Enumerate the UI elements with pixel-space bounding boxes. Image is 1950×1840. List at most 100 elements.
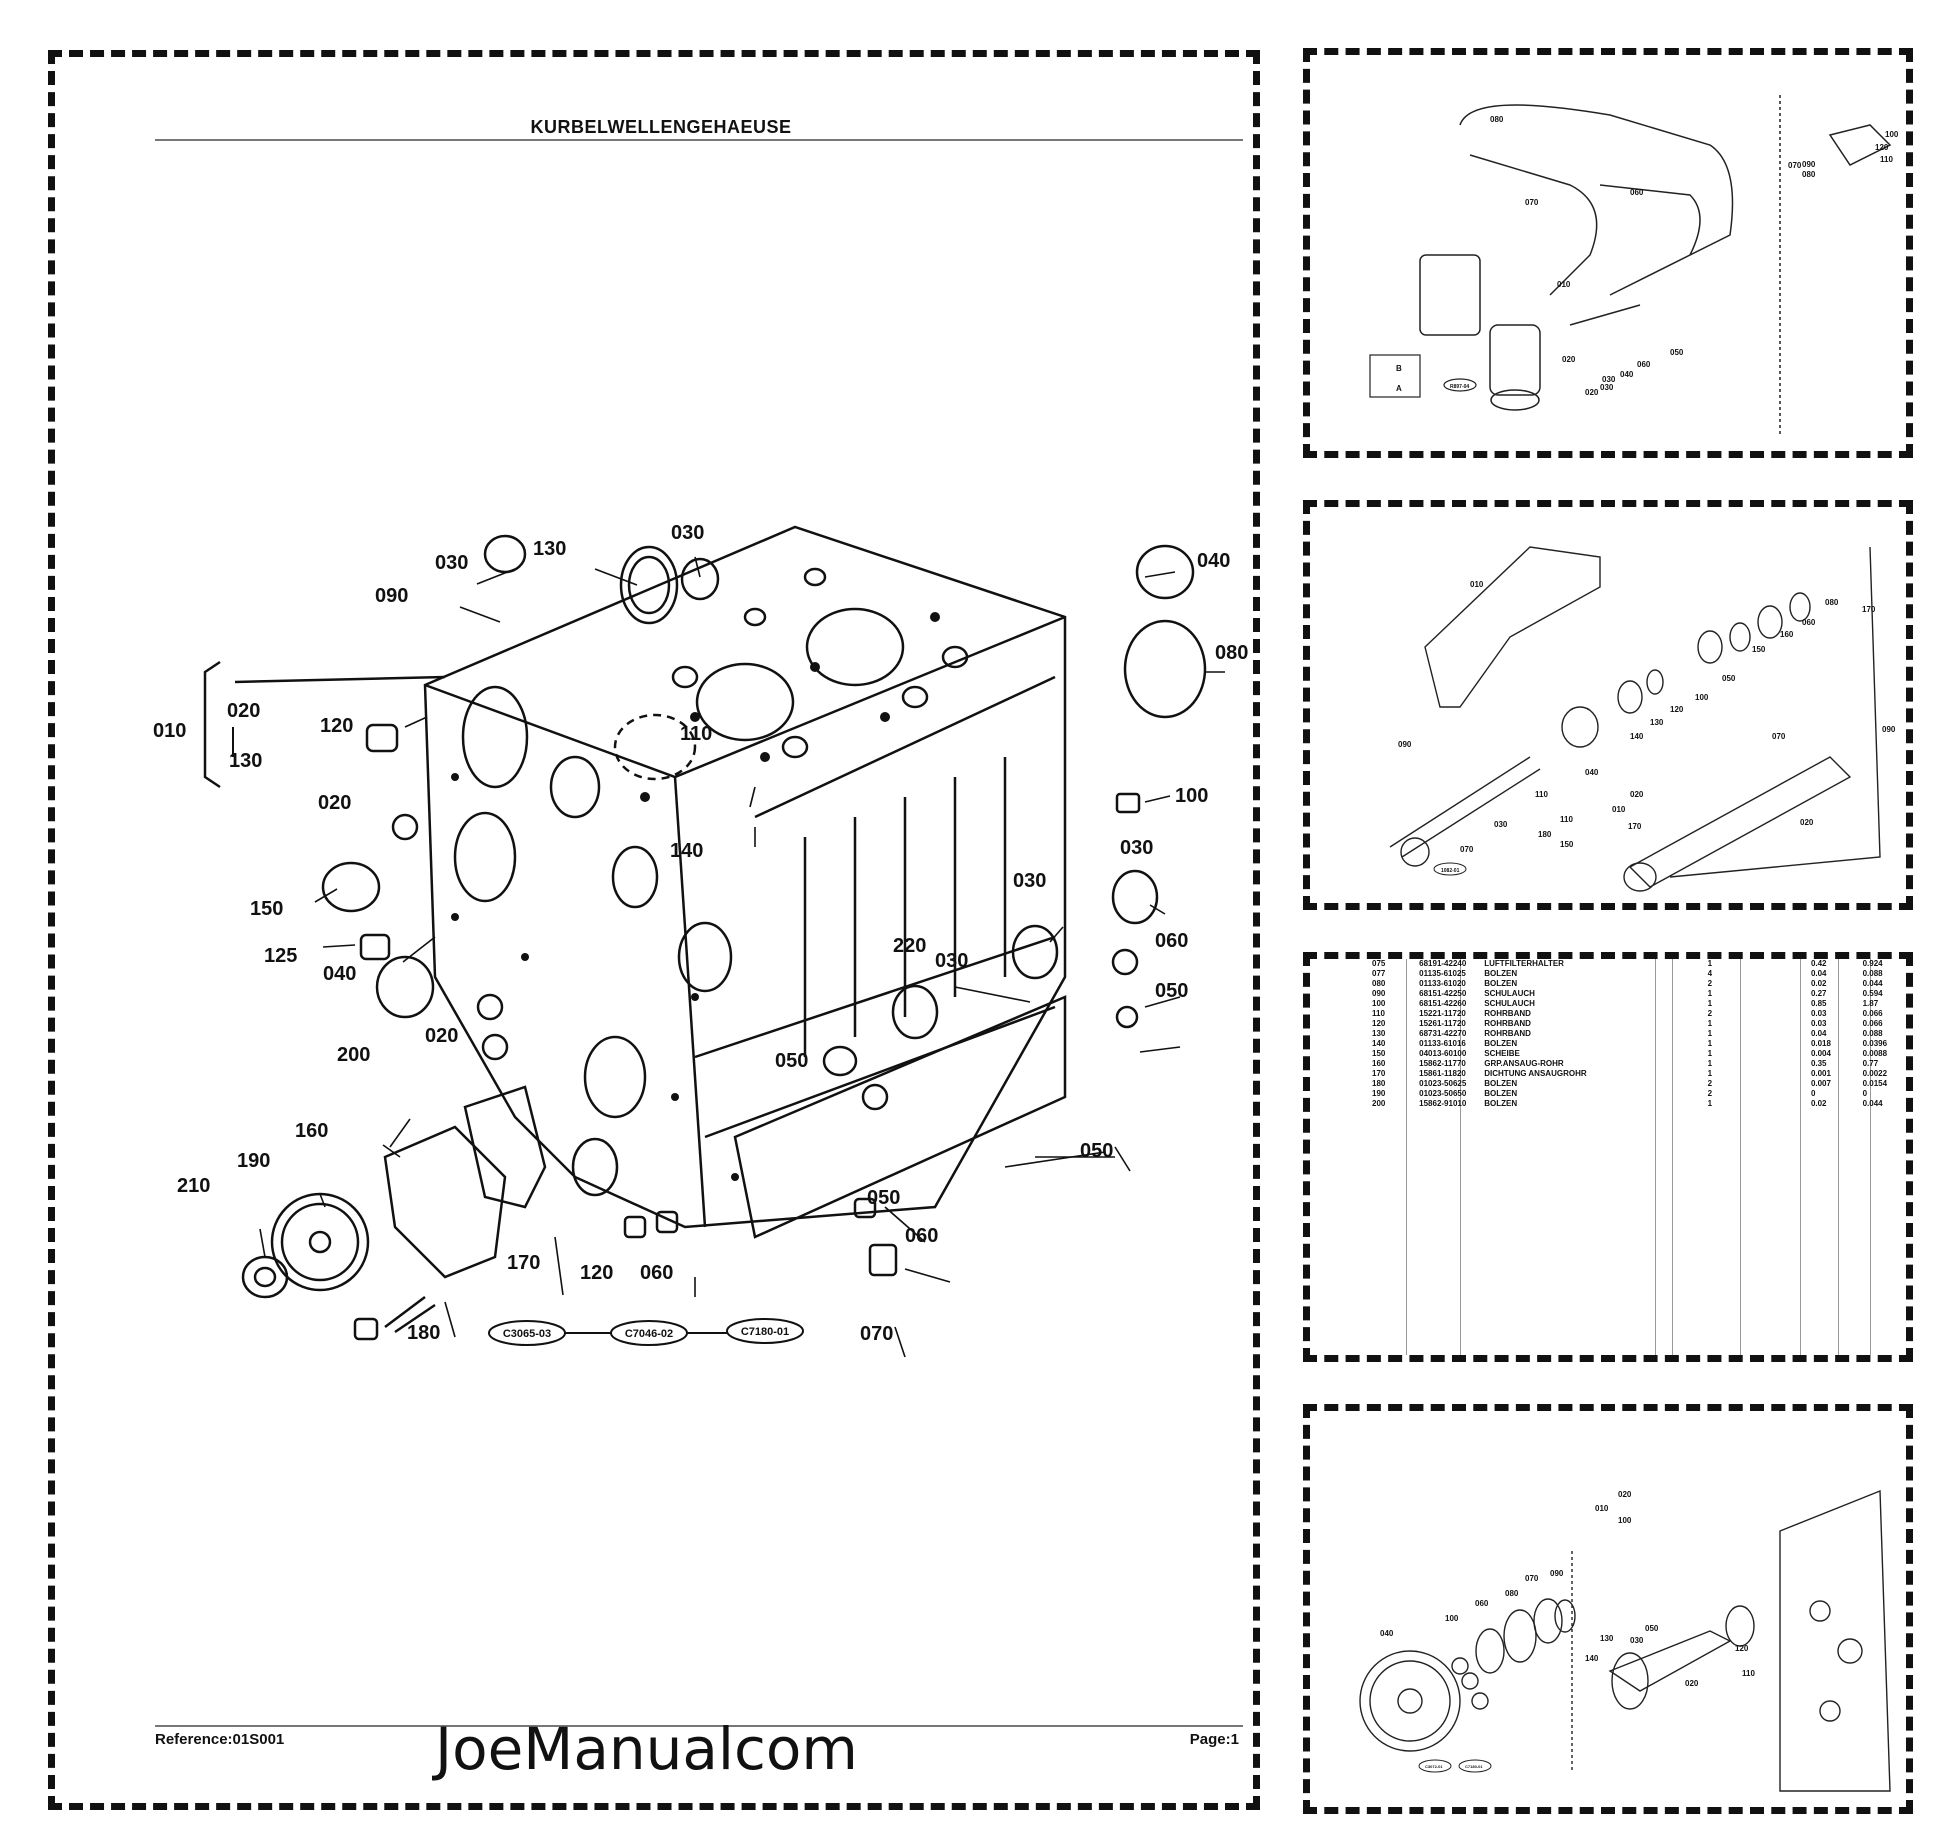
parts-cell-w2: 0.044 — [1862, 1099, 1883, 1108]
parts-cell-desc: BOLZEN — [1484, 1039, 1518, 1048]
parts-cell-w2: 0.044 — [1862, 979, 1883, 988]
parts-cell-w1: 0.04 — [1810, 1029, 1827, 1038]
parts-cell-qty: 1 — [1707, 1019, 1713, 1028]
parts-cell-w1: 0.04 — [1810, 969, 1827, 978]
parts-cell-w1: 0.007 — [1810, 1079, 1831, 1088]
parts-cell-part: 01023-50625 — [1419, 1079, 1467, 1088]
callout-030-e: 030 — [935, 950, 968, 972]
parts-cell-part: 01133-61020 — [1419, 979, 1466, 988]
parts-cell-w1: 0.02 — [1810, 979, 1827, 988]
callout-130: 130 — [229, 750, 262, 772]
crankshaft-exploded-diagram: 010 020 100 080 070 090 060 100 040 050 … — [1359, 1489, 1891, 1792]
parts-cell-desc: SCHEIBE — [1484, 1049, 1520, 1058]
t1-label-060: 060 — [1630, 188, 1644, 197]
t2-label-170: 170 — [1862, 605, 1876, 614]
t1-label-110: 110 — [1880, 155, 1893, 164]
parts-cell-part: 68151-42250 — [1419, 989, 1467, 998]
callout-090: 090 — [375, 585, 408, 607]
parts-cell-w2: 0.0022 — [1862, 1069, 1888, 1078]
t4-label-100-b: 100 — [1445, 1614, 1459, 1623]
t2-label-120: 120 — [1670, 705, 1684, 714]
t2-label-110: 110 — [1535, 790, 1548, 799]
t1-ref-code: R897-04 — [1450, 384, 1469, 390]
t2-label-010-b: 010 — [1612, 805, 1626, 814]
parts-cell-no: 130 — [1372, 1029, 1386, 1038]
callout-130-b: 130 — [533, 538, 566, 560]
parts-cell-qty: 1 — [1707, 959, 1713, 968]
callout-030-b: 030 — [671, 522, 704, 544]
t2-label-090: 090 — [1398, 740, 1412, 749]
thumbnail-hydraulic-lines[interactable]: 080 070 060 100 120 110 070 090 080 010 … — [1303, 48, 1913, 458]
callout-170: 170 — [507, 1252, 540, 1274]
callout-125: 125 — [264, 945, 297, 967]
parts-cell-w2: 0 — [1862, 1089, 1868, 1098]
callout-040: 040 — [1197, 550, 1230, 572]
parts-cell-no: 150 — [1372, 1049, 1386, 1058]
cylinder-exploded-diagram: 010 080 170 060 160 150 050 100 120 130 … — [1389, 546, 1896, 892]
parts-cell-qty: 2 — [1707, 1089, 1713, 1098]
parts-cell-no: 110 — [1372, 1009, 1385, 1018]
callout-050: 050 — [1155, 980, 1188, 1002]
parts-cell-part: 01135-61025 — [1419, 969, 1466, 978]
parts-cell-no: 140 — [1372, 1039, 1386, 1048]
title-rule — [155, 139, 1243, 141]
t4-label-020-b: 020 — [1685, 1679, 1699, 1688]
t1-label-030: 030 — [1602, 375, 1616, 384]
t2-label-030: 030 — [1494, 820, 1508, 829]
t1-label-120: 120 — [1875, 143, 1889, 152]
ref-code-1: C3065-03 — [503, 1328, 551, 1340]
parts-cell-qty: 1 — [1707, 999, 1713, 1008]
t1-label-050: 050 — [1670, 348, 1684, 357]
thumbnail-crankshaft[interactable]: 010 020 100 080 070 090 060 100 040 050 … — [1303, 1404, 1913, 1814]
t2-ref-code: 1082-01 — [1441, 868, 1460, 874]
callout-220: 220 — [893, 935, 926, 957]
t4-label-140: 140 — [1585, 1654, 1599, 1663]
parts-cell-no: 120 — [1372, 1019, 1386, 1028]
t2-label-140: 140 — [1630, 732, 1644, 741]
t4-label-030: 030 — [1630, 1636, 1644, 1645]
t2-label-010: 010 — [1470, 580, 1484, 589]
callout-050-b: 050 — [775, 1050, 808, 1072]
t1-label-070-b: 070 — [1788, 161, 1802, 170]
parts-cell-desc: SCHULAUCH — [1484, 999, 1535, 1008]
parts-cell-w1: 0.27 — [1810, 989, 1827, 998]
parts-cell-part: 15862-91010 — [1419, 1099, 1467, 1108]
parts-cell-w1: 0 — [1810, 1089, 1816, 1098]
parts-cell-w1: 0.03 — [1810, 1009, 1827, 1018]
parts-cell-w1: 0.02 — [1810, 1099, 1827, 1108]
callout-110: 110 — [680, 723, 712, 745]
parts-cell-part: 01133-61016 — [1419, 1039, 1466, 1048]
t4-label-090: 090 — [1550, 1569, 1564, 1578]
callout-070: 070 — [860, 1323, 893, 1345]
parts-cell-w2: 0.0396 — [1862, 1039, 1888, 1048]
callout-050-c: 050 — [1080, 1140, 1113, 1162]
footer-reference: Reference:01S001 — [155, 1731, 285, 1748]
t2-label-180: 180 — [1538, 830, 1552, 839]
main-page-panel: KURBELWELLENGEHAEUSE — [48, 50, 1260, 1810]
parts-cell-qty: 2 — [1707, 1009, 1713, 1018]
parts-cell-w2: 0.088 — [1862, 969, 1883, 978]
parts-cell-w1: 0.42 — [1810, 959, 1827, 968]
parts-cell-w1: 0.35 — [1810, 1059, 1827, 1068]
thumbnail-hydraulic-cylinder[interactable]: 010 080 170 060 160 150 050 100 120 130 … — [1303, 500, 1913, 910]
t2-label-090-b: 090 — [1882, 725, 1896, 734]
t1-label-020-b: 020 — [1585, 388, 1599, 397]
t1-label-080-b: 080 — [1802, 170, 1816, 179]
parts-cell-qty: 4 — [1707, 969, 1713, 978]
parts-cell-w2: 0.0154 — [1862, 1079, 1888, 1088]
parts-cell-no: 100 — [1372, 999, 1386, 1008]
parts-cell-w2: 0.0088 — [1862, 1049, 1888, 1058]
t4-label-080: 080 — [1505, 1589, 1519, 1598]
parts-cell-no: 190 — [1372, 1089, 1386, 1098]
callout-020-b: 020 — [318, 792, 351, 814]
footer-rule — [155, 1725, 1243, 1727]
callout-050-d: 050 — [867, 1187, 900, 1209]
t2-label-040: 040 — [1585, 768, 1599, 777]
t1-label-060-b: 060 — [1637, 360, 1651, 369]
parts-cell-desc: SCHULAUCH — [1484, 989, 1535, 998]
